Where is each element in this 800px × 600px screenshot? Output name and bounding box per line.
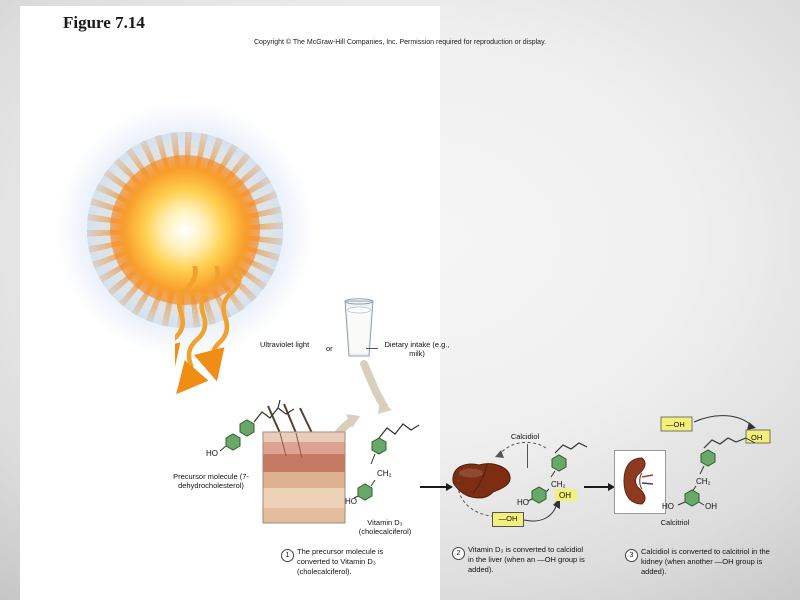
arrow-to-kidney-head <box>608 483 615 491</box>
precursor-ho-label: HO <box>206 449 218 458</box>
step-3-text: Calcidiol is converted to calcitriol in … <box>641 547 770 576</box>
dietary-leader-line <box>366 348 378 349</box>
kidney-panel <box>614 450 666 514</box>
step-1-number: 1 <box>281 549 294 562</box>
skin-illustration <box>262 403 346 524</box>
milk-glass-icon <box>344 298 374 357</box>
calcidiol-leader-line <box>527 444 528 468</box>
calcidiol-ho-label: HO <box>517 498 529 507</box>
or-label: or <box>326 344 333 353</box>
step-2-text: Vitamin D₃ is converted to calcidiol in … <box>468 545 585 574</box>
calcitriol-ch2-label: CH₂ <box>696 477 711 486</box>
arrow-to-liver-head <box>446 483 453 491</box>
uv-rays-icon <box>175 266 242 395</box>
copyright-text: Copyright © The McGraw-Hill Companies, I… <box>253 39 546 46</box>
arrow-to-liver <box>420 486 446 488</box>
step-1-text: The precursor molecule is converted to V… <box>297 547 384 576</box>
calcitriol-ho-label: HO <box>662 502 674 511</box>
liver-illustration <box>452 463 511 499</box>
vitamin-d3-label: Vitamin D₃ (cholecalciferol) <box>340 518 430 537</box>
arrow-to-kidney <box>584 486 608 488</box>
kidney-illustration <box>623 457 654 505</box>
calcidiol-oh-label: OH <box>559 491 571 500</box>
vitamin-ho-label: HO <box>345 497 357 506</box>
precursor-label: Precursor molecule (7-dehydrocholesterol… <box>173 472 249 491</box>
vitamin-d3-structure: CH₂ HO <box>345 423 420 506</box>
calcitriol-top-oh-label: OH <box>751 433 762 442</box>
calcidiol-structure: CH₂ HO OH <box>517 442 588 507</box>
calcidiol-ch2-label: CH₂ <box>551 480 566 489</box>
page-title: Figure 7.14 <box>63 13 145 32</box>
calcitriol-structure: —OH OH CH₂ HO OH <box>660 415 771 511</box>
calcidiol-label: Calcidiol <box>510 432 540 441</box>
precursor-structure: HO <box>206 399 295 458</box>
vitamin-ch2-label: CH₂ <box>377 469 392 478</box>
step-2-number: 2 <box>452 547 465 560</box>
ultraviolet-label: Ultraviolet light <box>260 340 310 349</box>
dietary-label: Dietary intake (e.g., milk) <box>384 340 450 359</box>
calcitriol-bottom-oh-label: OH <box>705 502 717 511</box>
vitamin-d3-sub: (cholecalciferol) <box>358 527 412 537</box>
vitamin-d3-name: Vitamin D₃ <box>367 518 403 527</box>
liver-oh-added-box: —OH <box>492 512 524 527</box>
liver-reaction-arrows <box>457 441 560 522</box>
kidney-oh-added-box: —OH <box>666 420 685 429</box>
milk-to-vitamin-arrow <box>360 360 392 414</box>
sun-icon <box>55 100 315 360</box>
step-3-number: 3 <box>625 549 638 562</box>
calcitriol-label: Calcitriol <box>660 518 690 527</box>
